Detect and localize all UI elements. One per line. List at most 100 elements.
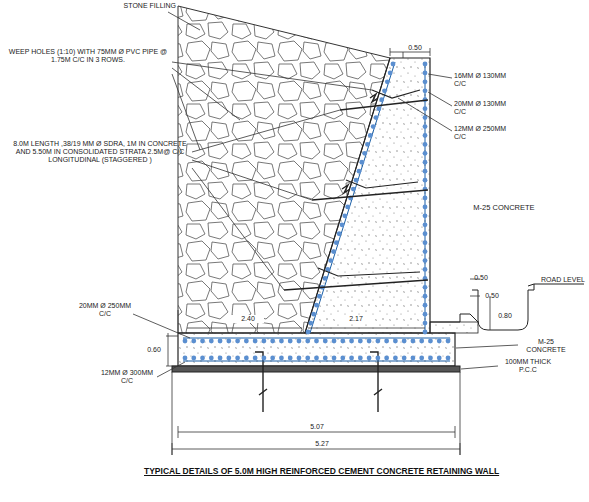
rebar-dot xyxy=(349,356,354,361)
drawing-label: 20MM Ø 250MM C/C xyxy=(76,302,134,318)
rebar-dot xyxy=(411,356,416,361)
rebar-dot xyxy=(323,339,328,344)
drawing-label: 0.50 xyxy=(400,44,430,52)
rebar-dot xyxy=(209,339,214,344)
rebar-dot xyxy=(423,205,428,210)
rebar-dot xyxy=(423,321,428,326)
rebar-dot xyxy=(262,356,267,361)
rebar-dot xyxy=(332,356,337,361)
rebar-dot xyxy=(297,339,302,344)
rebar-dot xyxy=(391,62,396,67)
rebar-dot xyxy=(311,312,316,317)
rebar-dot xyxy=(314,356,319,361)
rebar-dot xyxy=(340,222,345,227)
rebar-dot xyxy=(423,303,428,308)
rebar-dot xyxy=(244,339,249,344)
rebar-dot xyxy=(393,356,398,361)
rebar-dot xyxy=(345,205,350,210)
drawing-label: ROAD LEVEL xyxy=(540,276,586,284)
rebar-dot xyxy=(323,356,328,361)
drawing-label: 12MM Ø 250MM C/C xyxy=(454,125,510,141)
rebar-dot xyxy=(384,356,389,361)
drawing-label: 0.60 xyxy=(142,346,166,354)
rebar-dot xyxy=(306,330,311,335)
drawing-label: 5.27 xyxy=(306,440,338,448)
drawing-label: 2.17 xyxy=(340,315,372,323)
rebar-dot xyxy=(374,115,379,120)
rebar-dot xyxy=(191,356,196,361)
rebar-dot xyxy=(253,356,258,361)
rebar-dot xyxy=(279,356,284,361)
drawing-label: 2.40 xyxy=(232,315,264,323)
rebar-dot xyxy=(218,356,223,361)
rebar-dot xyxy=(423,231,428,236)
rebar-dot xyxy=(423,62,428,67)
rebar-dot xyxy=(183,356,188,361)
drawing-label: 8.0M LENGTH ,38/19 MM Ø SDRA, 1M IN CONC… xyxy=(8,140,192,164)
rebar-dot xyxy=(270,339,275,344)
rebar-dot xyxy=(423,240,428,245)
rebar-dot xyxy=(385,79,390,84)
rebar-dot xyxy=(226,339,231,344)
rebar-dot xyxy=(235,339,240,344)
rebar-dot xyxy=(423,249,428,254)
rebar-dot xyxy=(334,240,339,245)
rebar-dot xyxy=(340,356,345,361)
rebar-dot xyxy=(331,249,336,254)
rebar-dot xyxy=(423,267,428,272)
drawing-label: M-25 CONCRETE xyxy=(463,204,545,212)
drawing-label: 16MM Ø 130MM C/C xyxy=(454,72,510,88)
rebar-dot xyxy=(253,339,258,344)
rebar-dot xyxy=(328,258,333,263)
rebar-dot xyxy=(226,356,231,361)
rebar-dot xyxy=(337,231,342,236)
rebar-dot xyxy=(305,339,310,344)
rebar-dot xyxy=(423,312,428,317)
rebar-dot xyxy=(323,276,328,281)
rebar-dot xyxy=(437,356,442,361)
rebar-dot xyxy=(244,356,249,361)
rebar-dot xyxy=(270,356,275,361)
rebar-dot xyxy=(423,213,428,218)
rebar-dot xyxy=(262,339,267,344)
rebar-dot xyxy=(382,88,387,93)
rebar-dot xyxy=(358,339,363,344)
drawing-label: WEEP HOLES (1:10) WITH 75MM Ø PVC PIPE @… xyxy=(4,48,172,64)
rebar-dot xyxy=(423,222,428,227)
rebar-dot xyxy=(419,356,424,361)
rebar-dot xyxy=(423,71,428,76)
rebar-dot xyxy=(288,356,293,361)
drawing-label: M-25 CONCRETE xyxy=(518,338,574,354)
rebar-dot xyxy=(402,356,407,361)
rebar-dot xyxy=(428,339,433,344)
rebar-dot xyxy=(200,339,205,344)
rebar-dot xyxy=(423,258,428,263)
rebar-dot xyxy=(423,88,428,93)
rebar-dot xyxy=(209,356,214,361)
rebar-dot xyxy=(371,124,376,129)
rebar-dot xyxy=(359,160,364,165)
rebar-dot xyxy=(367,356,372,361)
drawing-label: STONE FILLING xyxy=(110,2,176,10)
rebar-dot xyxy=(446,356,451,361)
rebar-dot xyxy=(183,339,188,344)
drawing-label: 0.80 xyxy=(494,312,516,320)
rebar-dot xyxy=(411,339,416,344)
rebar-dot xyxy=(351,187,356,192)
rebar-dot xyxy=(437,339,442,344)
rebar-dot xyxy=(358,356,363,361)
rebar-dot xyxy=(423,169,428,174)
rebar-dot xyxy=(362,151,367,156)
rebar-dot xyxy=(376,106,381,111)
rebar-dot xyxy=(384,339,389,344)
rebar-dot xyxy=(367,339,372,344)
rebar-dot xyxy=(423,106,428,111)
rebar-dot xyxy=(375,356,380,361)
rebar-dot xyxy=(349,339,354,344)
rebar-dot xyxy=(317,294,322,299)
rebar-dot xyxy=(428,356,433,361)
rebar-dot xyxy=(342,213,347,218)
rebar-dot xyxy=(340,339,345,344)
rebar-dot xyxy=(297,356,302,361)
